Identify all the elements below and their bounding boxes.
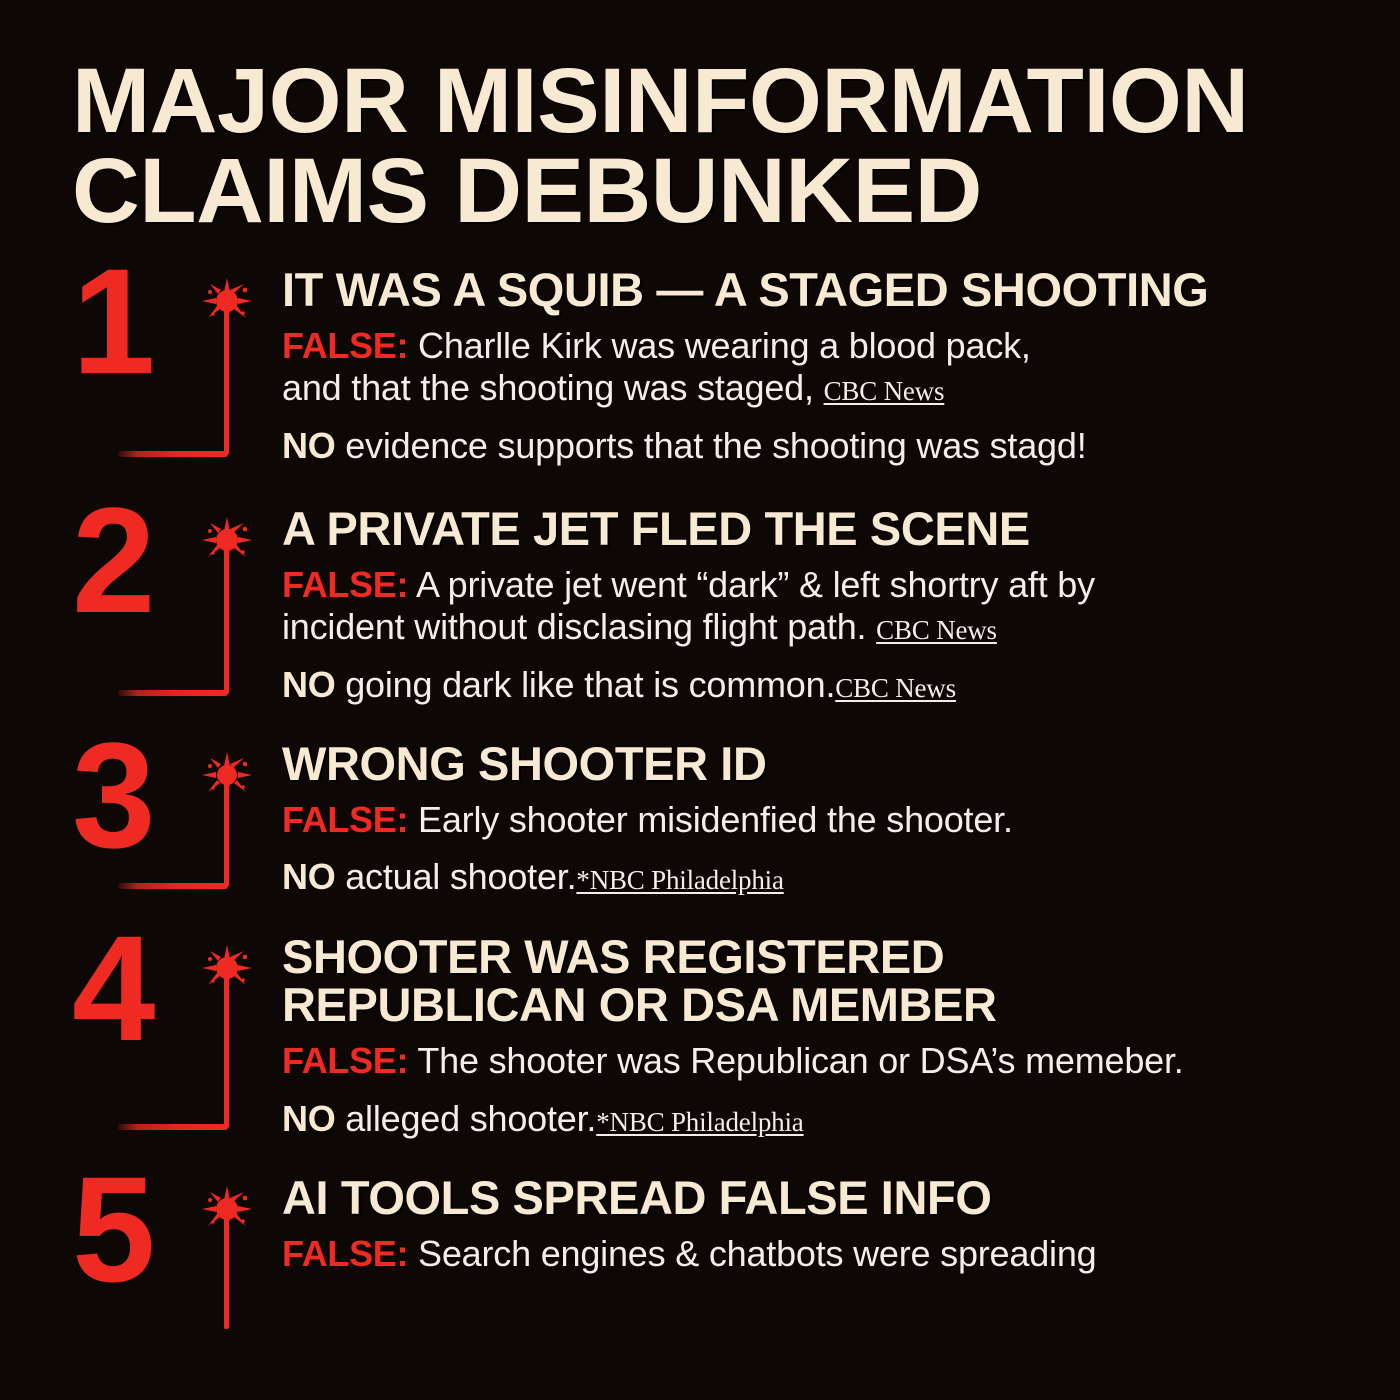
claim-false-text-1: The shooter was Republican or DSA’s meme… — [417, 1040, 1184, 1082]
claim-false-text-1: Search engines & chatbots were spreading — [418, 1232, 1097, 1274]
claim-no-text: evidence supports that the shooting was … — [345, 424, 1087, 466]
claim-item: 4 — [0, 913, 1400, 1140]
claim-false-block: FALSE: The shooter was Republican or DSA… — [282, 1040, 1352, 1082]
claim-false-line: FALSE: Search engines & chatbots were sp… — [282, 1233, 1352, 1275]
page-title: MAJOR MISINFORMATION CLAIMS DEBUNKED — [72, 55, 1362, 237]
source-citation[interactable]: CBC News — [835, 672, 956, 703]
claim-item: 1 — [0, 246, 1400, 467]
claim-number: 2 — [72, 476, 155, 644]
blood-splatter-icon — [200, 943, 254, 997]
claim-false-text-1: Charlle Kirk was wearing a blood pack, — [418, 324, 1031, 366]
claim-false-text-2: incident without disclasing flight path. — [282, 606, 867, 648]
claim-item: 2 — [0, 485, 1400, 706]
claim-no-block: NO going dark like that is common.CBC Ne… — [282, 663, 1352, 706]
claim-content: A PRIVATE JET FLED THE SCENE FALSE: A pr… — [282, 501, 1352, 706]
false-label: FALSE: — [282, 563, 409, 605]
claim-item: 5 — [0, 1154, 1400, 1330]
claim-false-block: FALSE: Early shooter misidenfied the sho… — [282, 799, 1352, 841]
claim-false-line: FALSE: Charlle Kirk was wearing a blood … — [282, 325, 1352, 367]
claim-number: 4 — [72, 903, 155, 1072]
claim-no-line: NO going dark like that is common.CBC Ne… — [282, 663, 1352, 706]
page-title-line-1: MAJOR MISINFORMATION — [72, 50, 1249, 152]
claim-content: WRONG SHOOTER ID FALSE: Early shooter mi… — [282, 736, 1352, 899]
claim-heading: A PRIVATE JET FLED THE SCENE — [282, 502, 1030, 555]
false-label: FALSE: — [282, 798, 409, 840]
claim-heading: WRONG SHOOTER ID — [282, 737, 767, 790]
claim-gutter: 1 — [72, 246, 282, 467]
claim-false-line: FALSE: The shooter was Republican or DSA… — [282, 1040, 1352, 1082]
claim-gutter: 3 — [72, 720, 282, 899]
claim-item: 3 — [0, 720, 1400, 899]
blood-drip-line — [224, 780, 229, 887]
page-title-line-2: CLAIMS DEBUNKED — [72, 140, 982, 243]
claim-false-block: FALSE: Search engines & chatbots were sp… — [282, 1233, 1352, 1275]
claim-false-block: FALSE: Charlle Kirk was wearing a blood … — [282, 325, 1352, 410]
blood-drip-line — [224, 972, 229, 1128]
claim-false-block: FALSE: A private jet went “dark” & left … — [282, 564, 1352, 649]
blood-drip-line — [224, 1213, 229, 1330]
claim-false-line: FALSE: A private jet went “dark” & left … — [282, 564, 1352, 606]
claim-no-line: NO actual shooter.*NBC Philadelphia — [282, 855, 1352, 898]
claim-no-block: NO evidence supports that the shooting w… — [282, 424, 1352, 467]
blood-smear — [118, 451, 228, 457]
no-label: NO — [282, 1097, 336, 1139]
source-citation[interactable]: *NBC Philadelphia — [596, 1106, 804, 1137]
claim-number: 3 — [72, 711, 155, 879]
claim-heading-line-1: SHOOTER WAS REGISTERED — [282, 929, 945, 983]
claim-false-line: FALSE: Early shooter misidenfied the sho… — [282, 799, 1352, 841]
claim-no-block: NO alleged shooter.*NBC Philadelphia — [282, 1097, 1352, 1140]
claim-false-text-1: Early shooter misidenfied the shooter. — [418, 798, 1013, 840]
claims-list: 1 — [0, 246, 1400, 1330]
claim-false-text-1: A private jet went “dark” & left shortry… — [416, 563, 1095, 605]
no-label: NO — [282, 424, 336, 466]
claim-no-line: NO alleged shooter.*NBC Philadelphia — [282, 1097, 1352, 1140]
source-citation[interactable]: *NBC Philadelphia — [576, 865, 784, 896]
claim-no-block: NO actual shooter.*NBC Philadelphia — [282, 855, 1352, 898]
claim-number: 1 — [72, 237, 155, 405]
false-label: FALSE: — [282, 324, 409, 366]
blood-smear — [118, 1123, 228, 1130]
claim-heading: SHOOTER WAS REGISTERED REPUBLICAN OR DSA… — [282, 929, 1352, 1032]
claim-no-text: alleged shooter. — [345, 1097, 597, 1139]
claim-content: SHOOTER WAS REGISTERED REPUBLICAN OR DSA… — [282, 929, 1352, 1140]
source-citation[interactable]: CBC News — [876, 615, 997, 646]
claim-heading: AI TOOLS SPREAD FALSE INFO — [282, 1170, 992, 1224]
claim-no-line: NO evidence supports that the shooting w… — [282, 424, 1352, 467]
blood-drip-line — [224, 306, 229, 455]
claim-gutter: 4 — [72, 913, 282, 1140]
blood-smear — [118, 882, 228, 889]
claim-no-text: going dark like that is common. — [345, 663, 836, 705]
blood-drip-line — [224, 545, 229, 694]
claim-content: IT WAS A SQUIB — A STAGED SHOOTING FALSE… — [282, 262, 1352, 467]
no-label: NO — [282, 856, 336, 898]
claim-gutter: 5 — [72, 1154, 282, 1330]
claim-number: 5 — [72, 1144, 155, 1313]
claim-gutter: 2 — [72, 485, 282, 706]
claim-false-line: incident without disclasing flight path.… — [282, 606, 1352, 648]
no-label: NO — [282, 663, 336, 705]
false-label: FALSE: — [282, 1040, 409, 1082]
source-citation[interactable]: CBC News — [823, 376, 945, 407]
claim-heading-line-2: REPUBLICAN OR DSA MEMBER — [282, 978, 997, 1032]
claim-false-text-2: and that the shooting was staged, — [282, 367, 814, 409]
claim-no-text: actual shooter. — [345, 856, 577, 898]
claim-content: AI TOOLS SPREAD FALSE INFO FALSE: Search… — [282, 1170, 1352, 1289]
false-label: FALSE: — [282, 1232, 409, 1274]
blood-smear — [118, 690, 228, 696]
claim-heading: IT WAS A SQUIB — A STAGED SHOOTING — [282, 263, 1209, 316]
claim-false-line: and that the shooting was staged, CBC Ne… — [282, 367, 1352, 409]
